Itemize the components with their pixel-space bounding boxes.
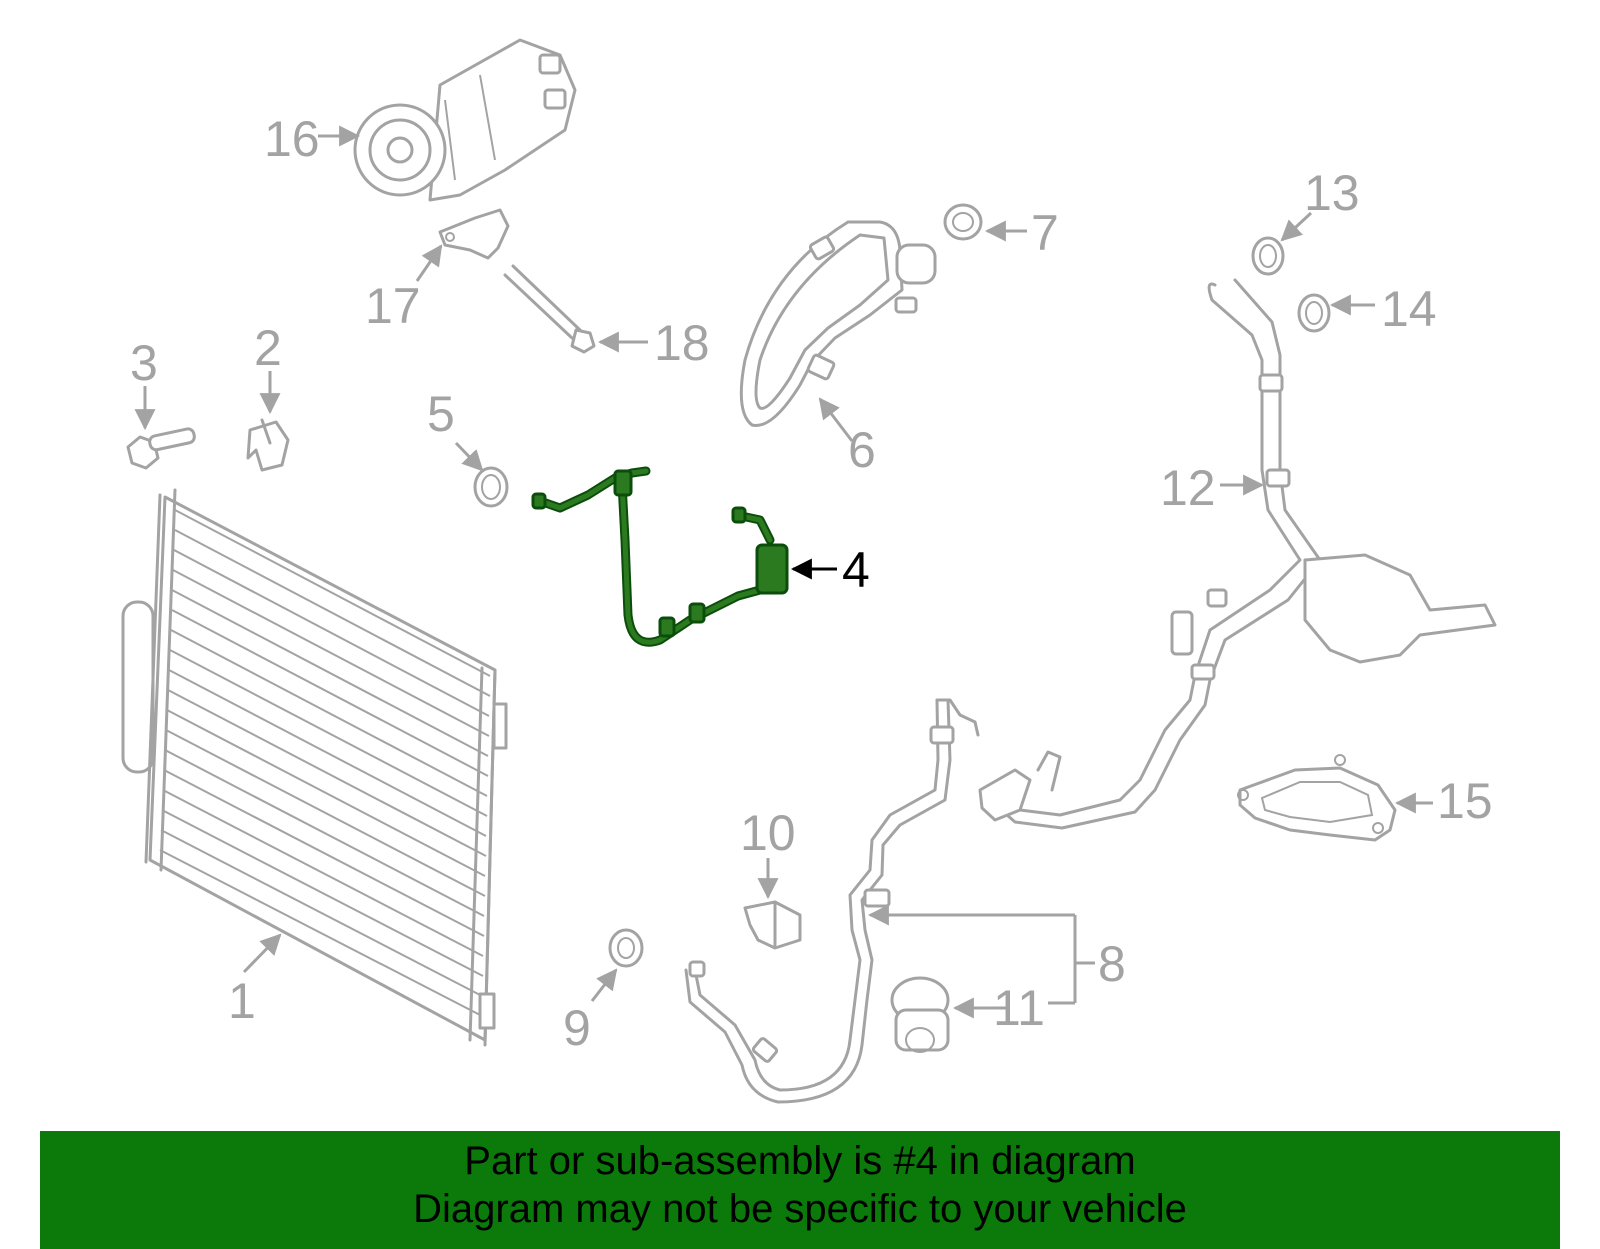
o-ring-part-7 [943, 203, 983, 241]
banner-line-1: Part or sub-assembly is #4 in diagram [464, 1139, 1136, 1183]
ac-hose-part-4 [531, 466, 789, 647]
o-ring-part-14 [1297, 293, 1331, 333]
sensor-part-10 [743, 900, 802, 950]
callout-14: 14 [1381, 281, 1437, 337]
bolt-part-3 [126, 427, 196, 470]
bracket-part-17 [438, 208, 510, 260]
callout-6: 6 [848, 422, 876, 478]
bolt-part-18 [503, 264, 596, 354]
callout-4: 4 [842, 542, 870, 598]
banner-line-2: Diagram may not be specific to your vehi… [413, 1187, 1187, 1231]
callout-1: 1 [228, 973, 256, 1029]
callout-7: 7 [1031, 205, 1059, 261]
callout-9: 9 [563, 1000, 591, 1056]
callout-18: 18 [654, 315, 710, 371]
o-ring-part-9 [608, 928, 644, 968]
callout-3: 3 [130, 335, 158, 391]
o-ring-part-5 [473, 466, 509, 508]
callout-5: 5 [427, 386, 455, 442]
hose-part-6 [739, 220, 937, 427]
callout-12: 12 [1160, 460, 1216, 516]
line-assembly-part-8 [684, 698, 980, 1104]
o-ring-part-13 [1251, 236, 1285, 276]
callout-13: 13 [1304, 165, 1360, 221]
compressor-part-16 [353, 38, 577, 202]
condenser-part-1 [121, 488, 508, 1047]
callout-16: 16 [264, 111, 320, 167]
clip-part-2 [246, 418, 290, 472]
callout-15: 15 [1437, 773, 1493, 829]
valve-part-11 [890, 976, 950, 1053]
callout-10: 10 [740, 805, 796, 861]
line-part-12 [978, 278, 1497, 830]
callout-8: 8 [1098, 936, 1126, 992]
info-banner: Part or sub-assembly is #4 in diagram Di… [40, 1131, 1560, 1249]
callout-17: 17 [365, 278, 421, 334]
callout-11: 11 [993, 980, 1045, 1036]
gasket-part-15 [1237, 754, 1397, 842]
callout-2: 2 [254, 320, 282, 376]
